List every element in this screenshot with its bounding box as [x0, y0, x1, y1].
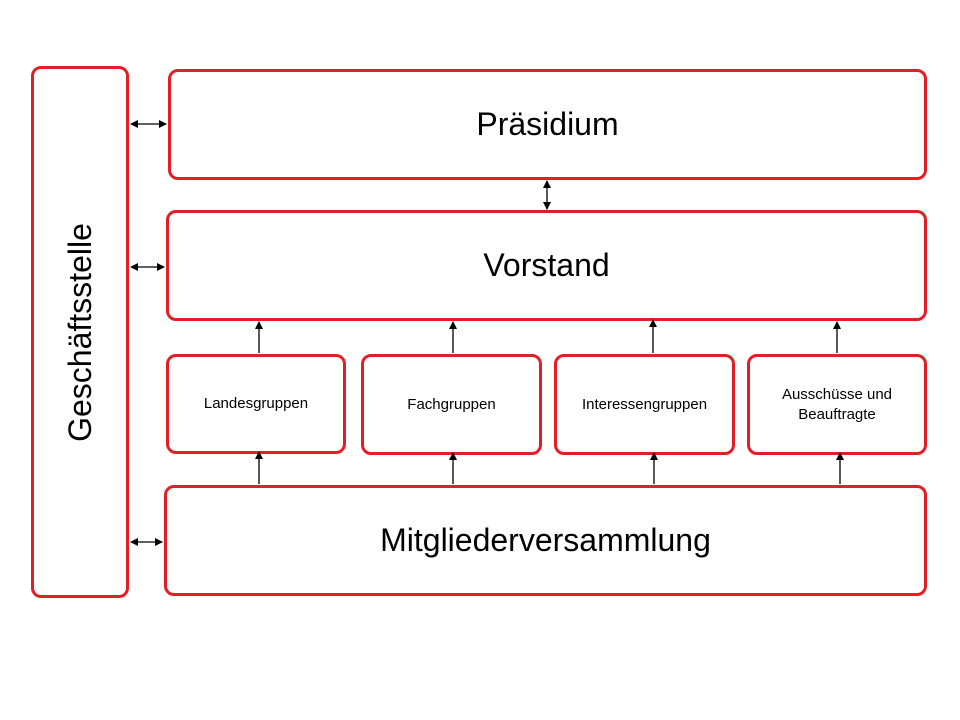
ausschuesse-box: Ausschüsse und Beauftragte [747, 354, 927, 455]
praesidium-label: Präsidium [476, 106, 619, 142]
fachgruppen-label: Fachgruppen [407, 395, 496, 413]
geschaeftsstelle-label: Geschäftsstelle [61, 222, 98, 442]
mitgliederversammlung-box: Mitgliederversammlung [164, 485, 927, 596]
ausschuesse-label: Ausschüsse und Beauftragte [781, 385, 893, 423]
vorstand-label: Vorstand [483, 247, 610, 283]
interessengruppen-box: Interessengruppen [554, 354, 735, 455]
landesgruppen-label: Landesgruppen [203, 395, 309, 412]
mitgliederversammlung-label: Mitgliederversammlung [380, 522, 711, 558]
interessengruppen-label: Interessengruppen [581, 395, 708, 413]
landesgruppen-box: Landesgruppen [166, 354, 346, 454]
fachgruppen-box: Fachgruppen [361, 354, 542, 455]
vorstand-box: Vorstand [166, 210, 927, 321]
praesidium-box: Präsidium [168, 69, 927, 180]
geschaeftsstelle-box: Geschäftsstelle [31, 66, 129, 598]
